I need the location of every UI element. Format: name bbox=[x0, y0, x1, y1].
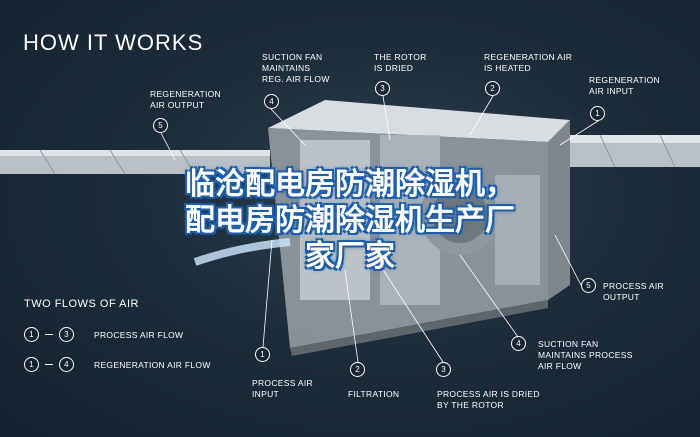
label-suction-fan-process: SUCTION FAN MAINTAINS PROCESS AIR FLOW bbox=[538, 339, 633, 371]
step-badge-5-bottom: 5 bbox=[581, 278, 596, 293]
callout-leaders bbox=[160, 95, 599, 363]
step-badge-3-top: 3 bbox=[375, 81, 390, 96]
step-badge-1-bottom: 1 bbox=[255, 347, 270, 362]
process-air-ribbon bbox=[193, 238, 291, 266]
label-process-air-dried: PROCESS AIR IS DRIED BY THE ROTOR bbox=[437, 389, 540, 410]
dehumidifier-cabinet bbox=[268, 100, 570, 356]
flow-badge-from: 1 bbox=[24, 357, 39, 372]
flow-dash bbox=[45, 334, 53, 335]
regeneration-input-duct bbox=[555, 134, 700, 168]
flow-row-process: 1 3 PROCESS AIR FLOW bbox=[24, 327, 183, 342]
label-regeneration-input: REGENERATION AIR INPUT bbox=[589, 75, 660, 96]
step-badge-2-bottom: 2 bbox=[350, 362, 365, 377]
label-process-air-input: PROCESS AIR INPUT bbox=[252, 378, 313, 399]
flow-badge-to: 3 bbox=[59, 327, 74, 342]
step-badge-5-top: 5 bbox=[153, 118, 168, 133]
label-suction-fan-regen: SUCTION FAN MAINTAINS REG. AIR FLOW bbox=[262, 52, 330, 84]
label-rotor-dried: THE ROTOR IS DRIED bbox=[374, 52, 427, 73]
flow-badge-from: 1 bbox=[24, 327, 39, 342]
overlay-title-line-1: 临沧配电房防潮除湿机， bbox=[185, 167, 515, 202]
flows-legend-title: TWO FLOWS OF AIR bbox=[24, 298, 139, 310]
flow-dash bbox=[45, 364, 53, 365]
regeneration-output-duct bbox=[0, 149, 270, 175]
overlay-title-line-2: 配电房防潮除湿机生产厂 bbox=[185, 203, 515, 238]
flow-label-regeneration: REGENERATION AIR FLOW bbox=[94, 359, 211, 370]
label-regeneration-output: REGENERATION AIR OUTPUT bbox=[150, 89, 221, 110]
step-badge-2-top: 2 bbox=[485, 81, 500, 96]
page-title: HOW IT WORKS bbox=[23, 30, 204, 55]
label-regeneration-heated: REGENERATION AIR IS HEATED bbox=[484, 52, 573, 73]
overlay-title-line-3: 家厂家 bbox=[305, 239, 395, 274]
step-badge-1-top: 1 bbox=[590, 106, 605, 121]
flow-label-process: PROCESS AIR FLOW bbox=[94, 329, 184, 340]
label-filtration: FILTRATION bbox=[348, 389, 400, 399]
label-process-air-output: PROCESS AIR OUTPUT bbox=[603, 281, 664, 302]
flow-row-regeneration: 1 4 REGENERATION AIR FLOW bbox=[24, 357, 211, 372]
step-badge-4-bottom: 4 bbox=[511, 336, 526, 351]
step-badge-3-bottom: 3 bbox=[436, 362, 451, 377]
flow-badge-to: 4 bbox=[59, 357, 74, 372]
step-badge-4-top: 4 bbox=[264, 94, 279, 109]
